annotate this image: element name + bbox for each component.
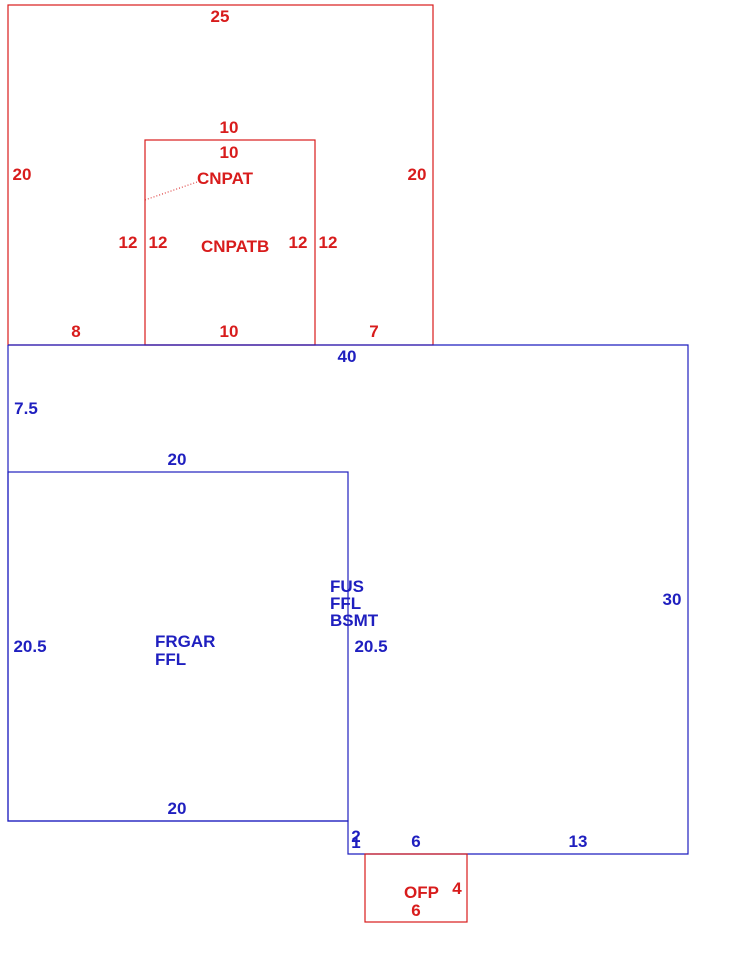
area-label-frgar-ffl: FFL	[155, 650, 186, 669]
dim-cnpatb-top-inner: 10	[220, 143, 239, 162]
dim-cnpat-left: 20	[13, 165, 32, 184]
dim-cnpatb-bottom: 10	[220, 322, 239, 341]
dim-ofp-right: 4	[452, 879, 462, 898]
dim-garage-left: 20.5	[13, 637, 46, 656]
dim-cnpatb-top-outer: 10	[220, 118, 239, 137]
dim-main-right: 30	[663, 590, 682, 609]
dim-main-top: 40	[338, 347, 357, 366]
dim-cnpat-right: 20	[408, 165, 427, 184]
dim-ofp-bottom: 6	[411, 901, 420, 920]
dim-cnpat-top: 25	[211, 7, 230, 26]
ofp-outline	[364, 853, 468, 923]
dim-garage-bottom: 20	[168, 799, 187, 818]
dim-cnpatb-left-inner: 12	[149, 233, 168, 252]
dim-main-step-b: 1	[351, 833, 360, 852]
area-label-fus: FUS	[330, 577, 364, 596]
dim-cnpatb-right-outer: 12	[319, 233, 338, 252]
dim-main-inner-vertical: 20.5	[354, 637, 387, 656]
dim-main-left: 7.5	[14, 399, 38, 418]
dim-cnpat-bottom-left: 8	[71, 322, 80, 341]
area-label-fus-ffl: FFL	[330, 594, 361, 613]
area-label-bsmt: BSMT	[330, 611, 379, 630]
dim-garage-top: 20	[168, 450, 187, 469]
dim-main-bottom-mid: 6	[411, 832, 420, 851]
area-label-frgar: FRGAR	[155, 632, 215, 651]
dim-cnpatb-right-inner: 12	[289, 233, 308, 252]
dim-main-step-a: 2	[351, 827, 360, 846]
area-label-cnpat: CNPAT	[197, 169, 254, 188]
dim-cnpatb-left-outer: 12	[119, 233, 138, 252]
dim-main-bottom-right: 13	[569, 832, 588, 851]
area-label-cnpatb: CNPATB	[201, 237, 269, 256]
area-label-ofp: OFP	[404, 883, 439, 902]
garage-outline	[7, 471, 349, 822]
dim-cnpat-bottom-right: 7	[369, 322, 378, 341]
cnpat-leader-line	[144, 181, 198, 201]
